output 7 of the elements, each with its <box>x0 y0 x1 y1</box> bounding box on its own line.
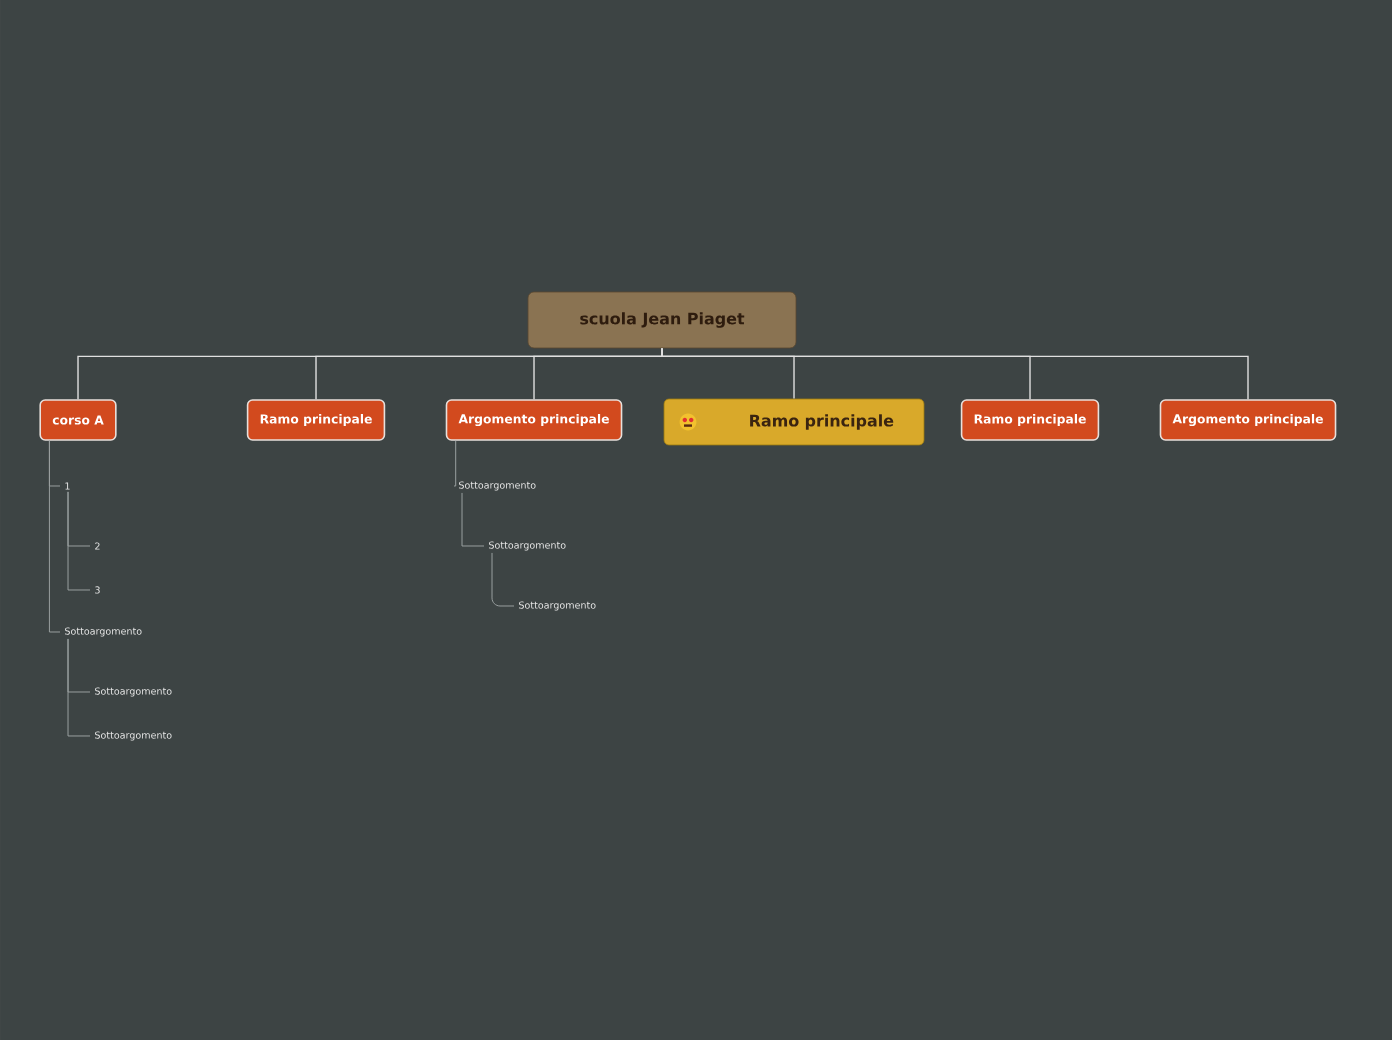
connector-line <box>491 552 515 607</box>
connector-line <box>661 347 1249 400</box>
connector-line <box>67 638 91 737</box>
connector-line <box>48 440 61 633</box>
connector-line <box>67 491 91 591</box>
connector-line <box>461 492 485 547</box>
connector-line <box>453 440 457 487</box>
